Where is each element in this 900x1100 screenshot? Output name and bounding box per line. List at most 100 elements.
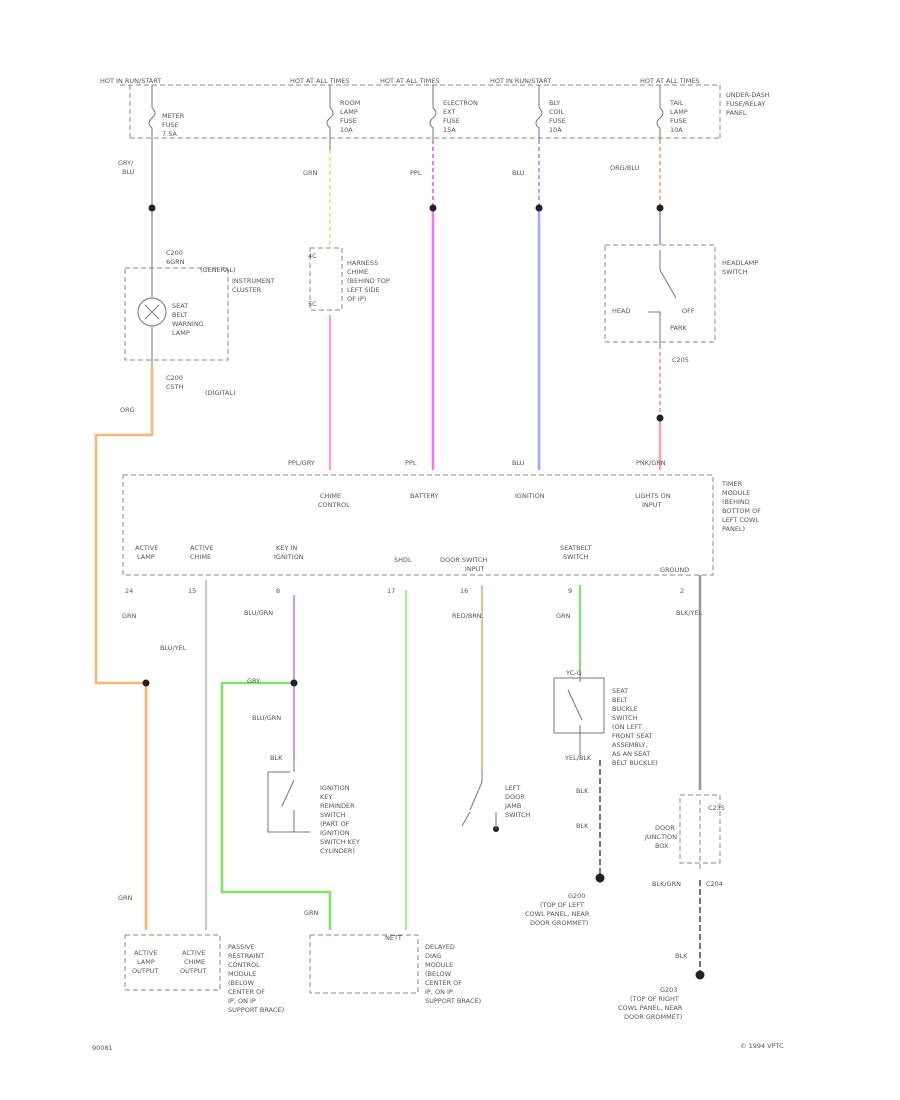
timer-out-door-2: INPUT — [465, 565, 484, 573]
label-g-bottom: BLK — [675, 952, 688, 960]
label-seatbelt-sw: GRN — [556, 612, 571, 620]
ign-switch-8: CYLINDER) — [320, 847, 355, 855]
timer-input-lights-1: LIGHTS ON — [635, 492, 671, 500]
pr-label-3: CONTROL — [228, 961, 260, 969]
timer-out-active-chime-1: ACTIVE — [190, 544, 213, 552]
timer-input-chime-1: CHIME — [320, 492, 341, 500]
buckle-4: SWITCH — [612, 714, 638, 722]
dm-label-6: IP, ON IP — [425, 988, 453, 996]
timer-out-key-2: IGNITION — [274, 553, 304, 561]
fuse-bly-1: BLY — [549, 99, 560, 107]
seat-belt-lamp-3: WARNING — [172, 320, 204, 328]
buckle-7: ASSEMBLY, — [612, 741, 648, 749]
fuse-room-4: 10A — [340, 126, 353, 134]
conn-cluster-bottom-1: C200 — [166, 374, 183, 382]
fuse-tail-2: LAMP — [670, 108, 688, 116]
harness-label-5: OF IP) — [347, 295, 366, 303]
cluster-label-2: INSTRUMENT — [232, 277, 275, 285]
pr-label-2: RESTRAINT — [228, 952, 264, 960]
door-sw-1: LEFT — [505, 784, 520, 792]
label-meter-feed-1: GRY/ — [118, 159, 134, 167]
buckle-2: BELT — [612, 696, 627, 704]
label-meter-feed-2: BLU — [122, 168, 135, 176]
dm-label-3: MODULE — [425, 961, 453, 969]
ignition-key-switch: IGNITION KEY REMINDER SWITCH (PART OF IG… — [267, 760, 360, 855]
ign-switch-2: KEY — [320, 793, 332, 801]
dm-label-1: DELAYED — [425, 943, 455, 951]
cluster-digital: (DIGITAL) — [205, 389, 235, 397]
pr-term-1-3: OUTPUT — [132, 967, 159, 975]
wires — [94, 140, 702, 975]
conn-cluster-top-2: 6GRN — [166, 258, 185, 266]
headlamp-pos-park: PARK — [670, 324, 687, 332]
fuse-panel: HOT IN RUN/START HOT AT ALL TIMES HOT AT… — [100, 77, 770, 150]
timer-module: CHIME CONTROL BATTERY IGNITION LIGHTS ON… — [122, 474, 761, 595]
timer-input-chime-2: CONTROL — [318, 501, 350, 509]
label-timer-lights: PNK/GRN — [636, 459, 666, 467]
label-electron: PPL — [410, 169, 422, 177]
ign-switch-5: (PART OF — [320, 820, 350, 828]
pin-15: 15 — [188, 587, 196, 595]
g203-2: (TOP OF RIGHT — [630, 995, 679, 1003]
fuse-elec-2: EXT — [443, 108, 455, 116]
label-buckle-bottom-2: BLK — [576, 822, 589, 830]
timer-out-door: DOOR SWITCH — [440, 556, 487, 564]
headlamp-pos-off: OFF — [682, 307, 695, 315]
label-timer-room: PPL/GRY — [288, 459, 315, 467]
label-active-lamp-bottom: GRN — [118, 894, 133, 902]
g200-1: G200 — [568, 892, 585, 900]
ign-switch-1: IGNITION — [320, 784, 350, 792]
label-key-switch: BLU/GRN — [244, 609, 273, 617]
fuse-elec-3: FUSE — [443, 117, 460, 125]
door-sw-3: JAMB — [504, 802, 521, 810]
fuse-symbols — [148, 85, 664, 150]
pin-17: 17 — [387, 587, 395, 595]
label-ground-timer: BLK/YEL — [676, 609, 703, 617]
delayed-term: NETT — [385, 934, 402, 942]
buckle-6: FRONT SEAT — [612, 732, 652, 740]
label-cluster-out: ORG — [120, 406, 135, 414]
wire-green-branch — [220, 681, 332, 930]
cluster-label-3: CLUSTER — [232, 286, 262, 294]
seat-belt-lamp-1: SEAT — [172, 302, 188, 310]
g203-4: DOOR GROMMET) — [624, 1013, 682, 1021]
label-delayed-green: GRN — [304, 909, 319, 917]
dm-label-7: SUPPORT BRACE) — [425, 997, 481, 1005]
jb-1: DOOR — [655, 824, 675, 832]
pr-label-5: (BELOW — [228, 979, 255, 987]
pin-2: 2 — [680, 587, 684, 595]
fuse-elec-1: ELECTRON — [443, 99, 478, 107]
bus-label-1: HOT IN RUN/START — [100, 77, 161, 85]
panel-label-3: PANEL — [726, 109, 747, 117]
fuse-room-2: LAMP — [340, 108, 358, 116]
panel-label-2: FUSE/RELAY — [726, 100, 765, 108]
pin-8: 8 — [276, 587, 280, 595]
fuse-tail-1: TAIL — [669, 99, 684, 107]
g203-3: COWL PANEL, NEAR — [618, 1004, 683, 1012]
harness-chime: 4C 5C HARNESS CHIME (BEHIND TOP LEFT SID… — [308, 247, 390, 311]
timer-label-6: PANEL) — [722, 525, 745, 533]
door-sw-2: DOOR — [505, 793, 525, 801]
pin-16: 16 — [460, 587, 468, 595]
timer-label-5: LEFT COWL — [722, 516, 759, 524]
ground-g203: G203 (TOP OF RIGHT COWL PANEL, NEAR DOOR… — [618, 986, 683, 1021]
headlamp-label-1: HEADLAMP — [722, 259, 758, 267]
buckle-9: BELT BUCKLE) — [612, 759, 658, 767]
label-door-sw: RED/BRN — [452, 612, 482, 620]
fuse-meter-3: 7.5A — [162, 130, 177, 138]
ign-switch-3: REMINDER — [320, 802, 355, 810]
timer-label-1: TIMER — [721, 480, 743, 488]
ground-g200: G200 (TOP OF LEFT COWL PANEL, NEAR DOOR … — [525, 892, 590, 927]
timer-input-battery: BATTERY — [410, 492, 438, 500]
instrument-cluster: C200 6GRN (GENERAL) INSTRUMENT CLUSTER S… — [124, 249, 275, 397]
wire-cluster-out — [94, 365, 154, 930]
label-key-ground: BLK — [270, 754, 283, 762]
pr-label-1: PASSIVE — [228, 943, 255, 951]
jb-2: JUNCTION — [644, 833, 677, 841]
pr-term-2-1: ACTIVE — [182, 949, 205, 957]
label-timer-battery: PPL — [405, 459, 417, 467]
ign-switch-7: SWITCH KEY — [320, 838, 360, 846]
fuse-bly-3: FUSE — [549, 117, 566, 125]
splice-nodes — [142, 204, 705, 980]
dm-label-2: DIAG — [425, 952, 441, 960]
